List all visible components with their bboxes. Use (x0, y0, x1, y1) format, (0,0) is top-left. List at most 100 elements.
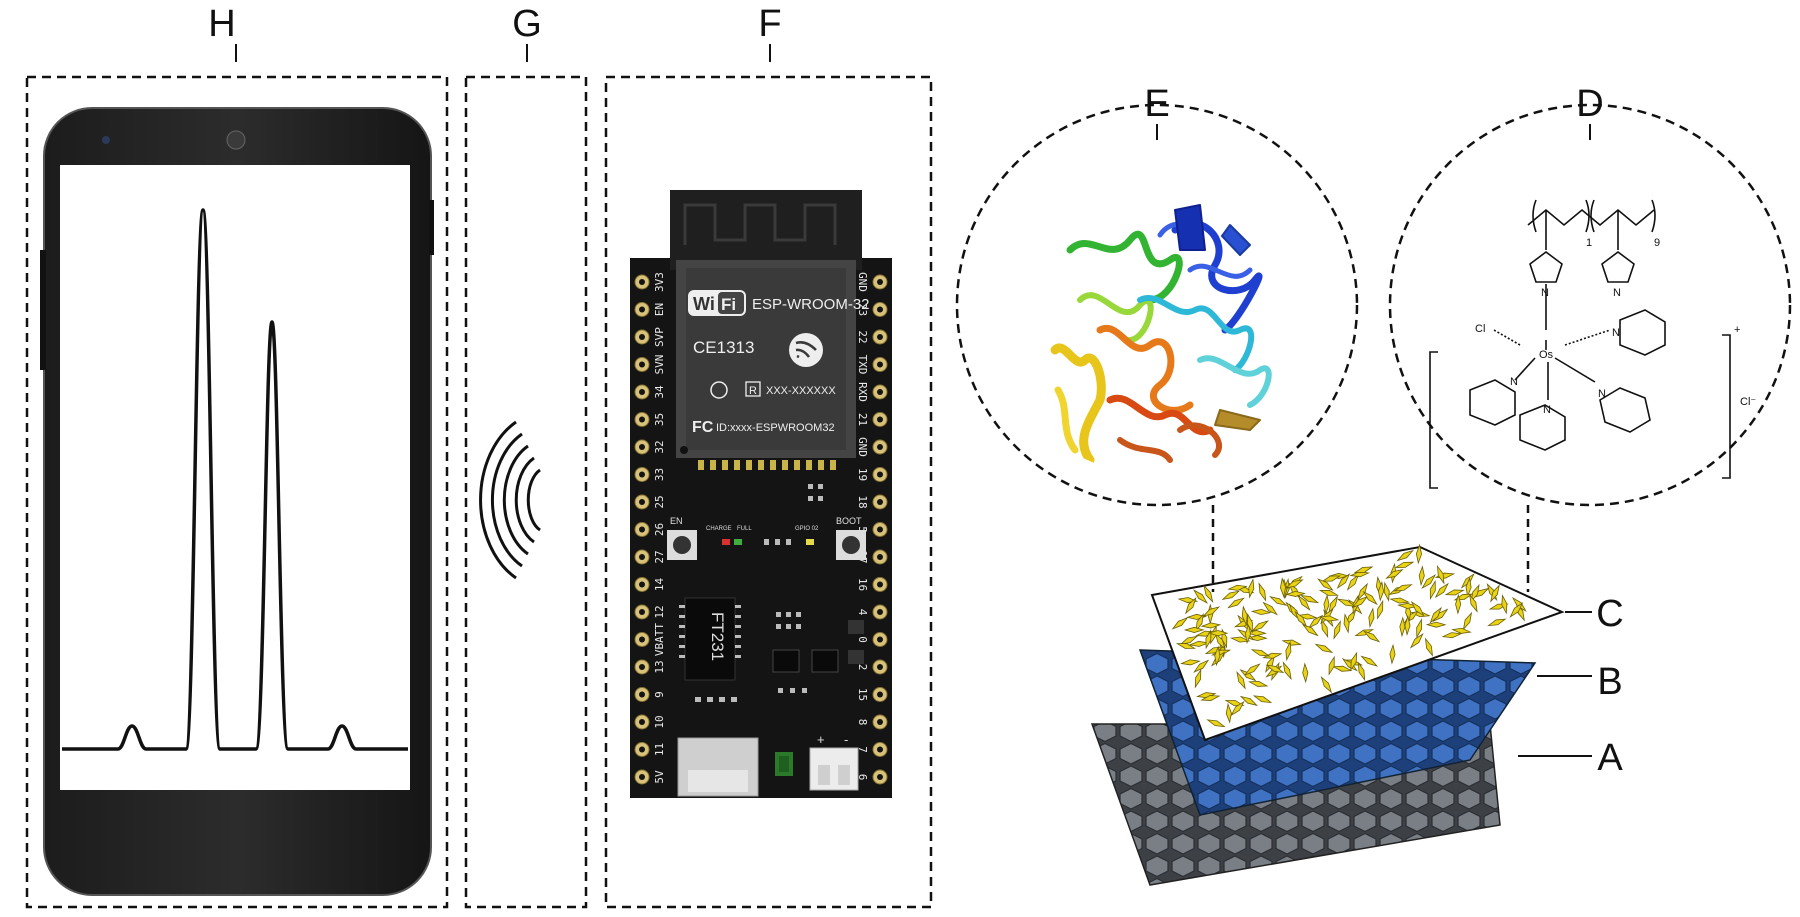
pin-label: GND (856, 272, 869, 292)
enzyme-mark (1269, 596, 1288, 606)
enzyme-mark (1229, 636, 1251, 643)
pin-label: GND (856, 437, 869, 457)
enzyme-mark (1284, 579, 1304, 589)
charge-label: CHARGE (706, 526, 732, 532)
enzyme-mark (1444, 589, 1465, 596)
enzyme-mark (1429, 606, 1442, 624)
pin-label: 5 (856, 526, 869, 533)
pin-hole-center (639, 279, 645, 285)
enzyme-mark (1297, 594, 1311, 611)
pin-label: 15 (856, 688, 869, 701)
enzyme-mark (1429, 579, 1436, 601)
pin-hole-center (639, 526, 645, 533)
enzyme-mark (1389, 597, 1410, 604)
pin-label: 16 (856, 578, 869, 591)
svg-text:N: N (1541, 287, 1549, 299)
enzyme-mark (1194, 668, 1202, 689)
enzyme-mark (1328, 655, 1335, 676)
pin-hole-center (639, 499, 645, 505)
dashed-frames (25, 75, 1792, 909)
label-h: H (208, 3, 235, 45)
pin-label: 5V (653, 770, 666, 784)
enzyme-mark (1243, 663, 1261, 676)
pin-label: 0 (856, 636, 869, 643)
enzyme-mark (1421, 574, 1437, 590)
enzyme-mark (1432, 608, 1449, 623)
wireless-signal-icon (479, 420, 541, 580)
pin-hole-center (639, 581, 645, 588)
enzyme-mark (1227, 597, 1245, 609)
pin-hole-center (639, 774, 645, 780)
frame-f (604, 75, 933, 909)
wifi-logo: Wi (693, 294, 715, 314)
espressif-logo-icon (789, 333, 823, 367)
osmium-label: Os (1539, 349, 1554, 361)
pin-label: EN (653, 303, 666, 316)
enzyme-mark (1415, 543, 1422, 565)
pin-hole-center (639, 416, 645, 423)
enzyme-mark (1265, 664, 1285, 674)
svg-text:N: N (1543, 404, 1551, 416)
smartphone (40, 107, 434, 896)
pin-label: RXD (856, 382, 869, 402)
full-label: FULL (737, 526, 752, 532)
boot-label: BOOT (836, 516, 862, 526)
enzyme-mark (1227, 584, 1248, 591)
pin-label: 34 (653, 385, 666, 399)
pin-hole-center (639, 609, 645, 615)
wifi-logo-box: Fi (721, 295, 736, 314)
svg-text:FC: FC (692, 419, 714, 436)
enzyme-mark (1225, 702, 1232, 724)
enzyme-mark (1377, 599, 1384, 620)
label-c: C (1596, 593, 1623, 635)
enzyme-mark (1394, 561, 1415, 568)
enzyme-mark (1397, 602, 1418, 609)
pin-hole-center (877, 389, 883, 395)
label-f: F (758, 3, 781, 45)
svg-text:N: N (1613, 287, 1621, 299)
enzyme-mark (1188, 640, 1210, 647)
pin-hole-center (877, 719, 883, 725)
svg-text:N: N (1612, 327, 1620, 339)
pin-hole-center (877, 416, 883, 423)
pin-hole-center (639, 389, 645, 395)
enzyme-mark (1200, 695, 1221, 701)
enzyme-mark (1258, 582, 1267, 602)
enzyme-mark (1285, 590, 1306, 597)
layer-stack (1090, 505, 1592, 886)
enzyme-mark (1357, 661, 1366, 682)
pin-hole-center (877, 581, 883, 588)
subscript-9: 9 (1654, 237, 1660, 249)
counter-ion: Cl⁻ (1740, 396, 1756, 408)
en-label: EN (670, 516, 683, 526)
module-name: ESP-WROOM-32 (752, 296, 870, 313)
pin-hole-center (877, 499, 883, 505)
pin-label: 3V3 (653, 272, 666, 292)
enzyme-mark (1202, 606, 1221, 617)
pin-label: 35 (653, 413, 666, 426)
label-a: A (1597, 737, 1623, 779)
pin-label: 21 (856, 413, 869, 426)
enzyme-mark (1203, 584, 1214, 603)
svg-text:N: N (1598, 388, 1606, 400)
enzyme-mark (1221, 590, 1241, 600)
enzyme-mark (1333, 620, 1341, 640)
pin-hole-center (877, 334, 883, 340)
pin-hole-center (877, 774, 883, 780)
certification-icon (710, 381, 728, 399)
enzyme-mark (1294, 610, 1308, 628)
enzyme-mark (1346, 573, 1360, 591)
layer-c-enzyme (1150, 545, 1565, 742)
pin-label: 25 (653, 495, 666, 508)
enzyme-mark (1184, 597, 1197, 615)
enzyme-mark (1323, 594, 1330, 615)
enzyme-mark (1455, 593, 1462, 615)
pin-label: VBATT (653, 623, 666, 656)
enzyme-mark (1351, 595, 1369, 609)
enzyme-mark (1343, 613, 1350, 634)
pin-hole-center (639, 361, 645, 368)
pin-label: 12 (653, 605, 666, 618)
chloride-ligand: Cl (1475, 323, 1485, 335)
enzyme-mark (1248, 680, 1269, 687)
